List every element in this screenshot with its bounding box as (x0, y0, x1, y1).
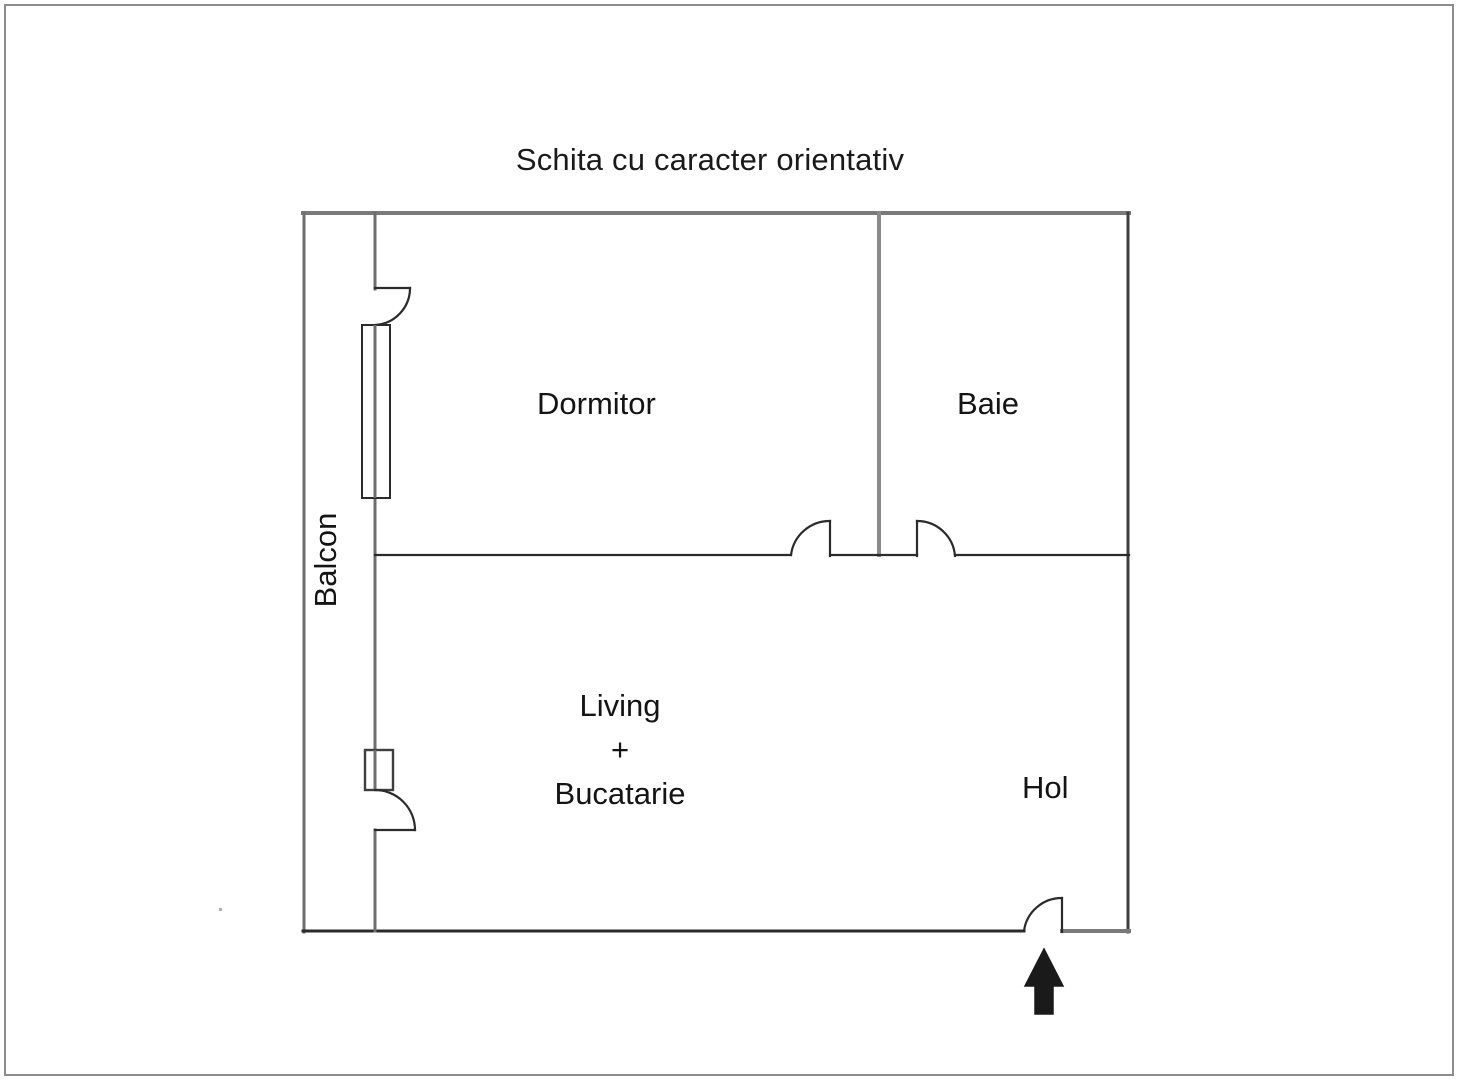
room-label-living-bucatarie: Living + Bucatarie (470, 684, 770, 816)
image-frame-border (4, 4, 1454, 1076)
arrow-up-shape (1023, 947, 1065, 1015)
entrance-arrow-icon (1023, 947, 1065, 1015)
door-swing-arc-bathroom (915, 519, 957, 558)
room-label-dormitor: Dormitor (537, 386, 656, 421)
room-label-hol: Hol (1022, 770, 1069, 805)
interior-walls (373, 211, 1131, 933)
entrance-door (1022, 896, 1064, 934)
bedroom-door (789, 519, 832, 558)
balcony-lower-door (373, 788, 417, 832)
room-label-living-plus: + (610, 732, 630, 768)
door-swing-arc-balcony-lower (373, 788, 417, 832)
outer-walls (301, 211, 1131, 934)
page-title: Schita cu caracter orientativ (515, 142, 905, 177)
door-swing-arc-bedroom (789, 519, 832, 557)
room-label-balcon: Balcon (308, 500, 343, 620)
room-label-balcon-text: Balcon (308, 512, 343, 608)
door-swing-arc-entrance (1022, 896, 1064, 933)
room-label-living-line-1: Living (579, 688, 661, 723)
window-frame-balcony-lower (363, 748, 395, 792)
room-label-living-line-3: Bucatarie (554, 776, 686, 812)
balcony-upper-door (373, 286, 412, 327)
room-label-baie: Baie (957, 386, 1020, 421)
stray-mark (219, 908, 222, 911)
door-swing-arc-balcony-upper (373, 286, 412, 327)
bathroom-door (915, 519, 957, 558)
balcony-lower-window (363, 748, 395, 792)
